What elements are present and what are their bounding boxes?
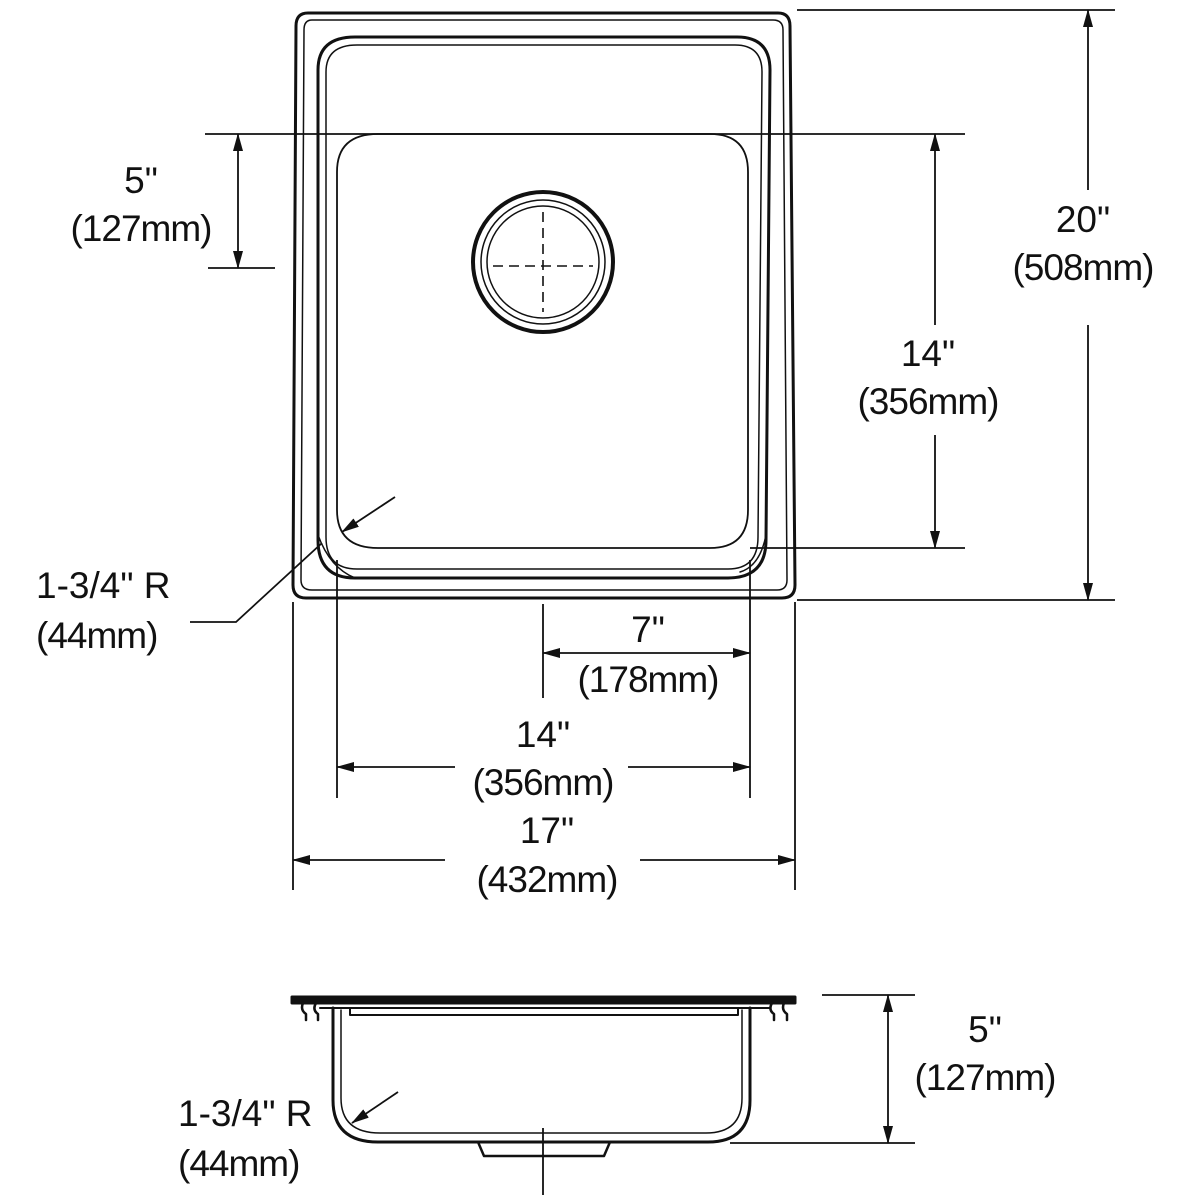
drain-center-inches: 7" [631, 609, 665, 650]
corner-radius-side-inches: 1-3/4" R [178, 1093, 312, 1134]
bowl-length-inches: 14" [901, 333, 955, 374]
overall-width-mm: (432mm) [476, 859, 617, 900]
drain-offset-inches: 5" [124, 160, 158, 201]
sink-outer-rim [291, 11, 797, 600]
mounting-clip-right-icon [769, 1001, 789, 1022]
corner-radius-top-mm: (44mm) [36, 615, 157, 656]
sink-deck-edge-inner [325, 44, 763, 570]
leader-arrow-corner-radius-top [341, 496, 396, 533]
bowl-width-inches: 14" [516, 714, 570, 755]
sink-side-flange [290, 995, 797, 1005]
dimension-labels: 5" (127mm) 20" (508mm) 14" (356mm) 1-3/4… [36, 160, 1155, 1184]
drain-icon [471, 190, 615, 334]
overall-width-inches: 17" [520, 810, 574, 851]
sink-bowl-bottom [336, 133, 749, 549]
bowl-width-mm: (356mm) [472, 762, 613, 803]
drain-center-mm: (178mm) [577, 659, 718, 700]
sink-side-rim-lip [349, 1007, 739, 1016]
sink-side-drain-tail [476, 1140, 612, 1158]
leader-corner-radius-top [190, 542, 323, 623]
corner-radius-side-mm: (44mm) [178, 1143, 299, 1184]
mounting-clip-left-icon [300, 1001, 320, 1022]
overall-length-mm: (508mm) [1012, 247, 1153, 288]
bowl-length-mm: (356mm) [857, 381, 998, 422]
sink-side-bowl [331, 1006, 752, 1144]
sink-corner-sweep-left [317, 534, 356, 579]
corner-radius-top-inches: 1-3/4" R [36, 565, 170, 606]
top-view-dimension-lines [190, 9, 1115, 890]
leader-arrow-corner-radius-side [351, 1091, 399, 1124]
sink-corner-sweep-right [739, 534, 767, 573]
side-view-dimension-lines [351, 994, 915, 1195]
bowl-depth-inches: 5" [968, 1009, 1002, 1050]
overall-length-inches: 20" [1056, 199, 1110, 240]
bowl-depth-mm: (127mm) [914, 1057, 1055, 1098]
sink-top-view [291, 11, 797, 600]
sink-rim-inner-line [300, 19, 788, 591]
sink-side-bowl-inner [340, 1009, 743, 1134]
sink-deck-edge [316, 35, 772, 580]
drain-offset-mm: (127mm) [70, 208, 211, 249]
